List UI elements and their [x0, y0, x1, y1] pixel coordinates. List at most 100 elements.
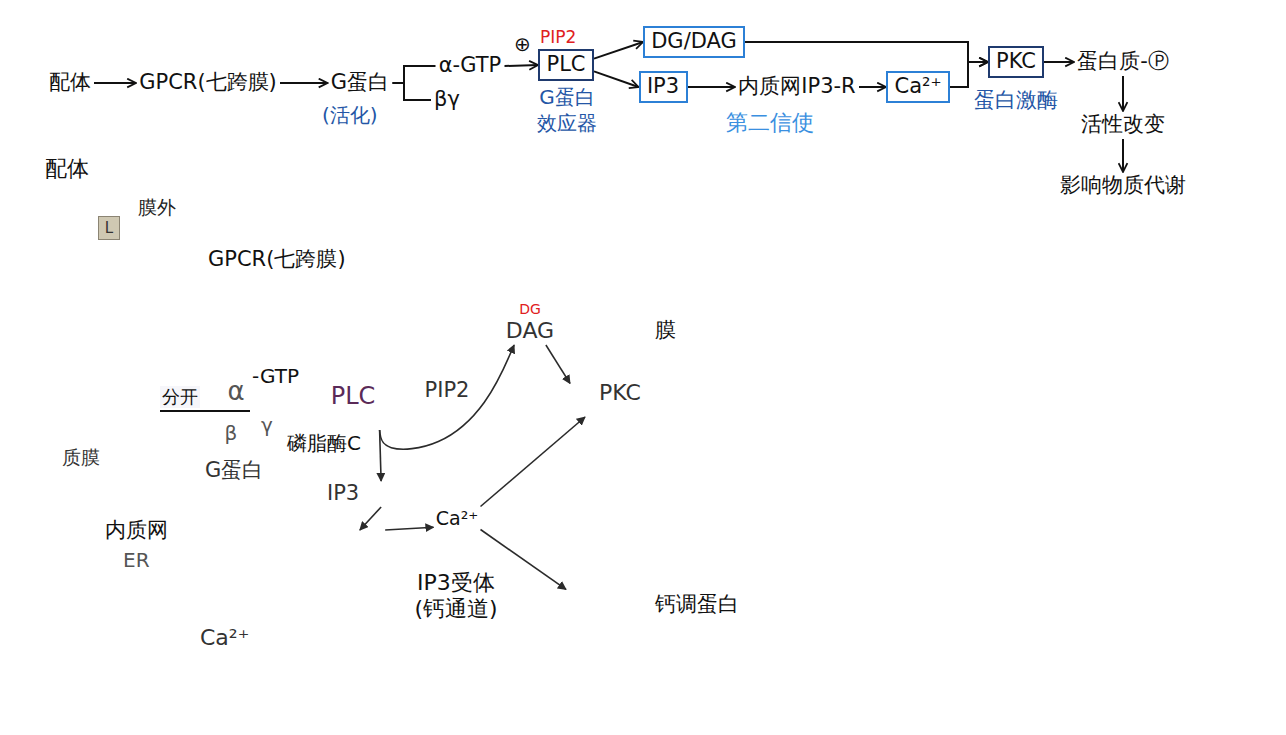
- gpcr-helices: [76, 197, 216, 442]
- connector-arrow: [393, 66, 436, 83]
- ip3-messenger: IP3: [325, 481, 391, 507]
- drawing-part: [76, 197, 99, 216]
- connector-arrow: [481, 417, 586, 507]
- node-text: PKC: [599, 380, 641, 406]
- drawing-part: [442, 537, 453, 548]
- connector-arrow: [950, 62, 988, 87]
- drawing-part: [458, 496, 469, 507]
- flow-step: G蛋白: [328, 69, 393, 97]
- connector-arrow: [385, 527, 433, 530]
- flow-box: Ca²⁺: [886, 71, 950, 103]
- node-text: IP3: [647, 74, 679, 99]
- ligand-site: L: [98, 216, 120, 240]
- connector-arrow: [380, 345, 514, 449]
- flow-box: IP3: [639, 71, 688, 103]
- g-beta-body: [215, 417, 248, 450]
- role-note: 蛋白激酶: [974, 88, 1058, 113]
- node-text: IP3: [327, 481, 359, 506]
- g-gamma-body: [251, 409, 284, 442]
- region-label: 膜: [655, 318, 676, 343]
- connector-arrow: [594, 71, 639, 87]
- lipid-label: PIP2: [423, 378, 472, 404]
- node-text: DAG: [506, 318, 554, 344]
- plc-enzyme-body: [287, 363, 390, 430]
- calcium-ion: [179, 579, 191, 591]
- pkc-enzyme-body: [571, 370, 670, 417]
- plus-sign: ⊕: [514, 32, 531, 56]
- membrane-edge: [57, 371, 693, 373]
- membrane-edge: [57, 277, 693, 279]
- node-text: 内质网: [105, 518, 168, 543]
- node-text: DG: [519, 301, 541, 318]
- connector-arrow: [1122, 139, 1124, 172]
- flow-step: α-GTP: [436, 52, 505, 80]
- flow-step: 活性改变: [1078, 111, 1168, 139]
- leader-line: [258, 594, 322, 622]
- flow-step: 配体: [46, 69, 94, 97]
- drawing-part: [76, 197, 99, 216]
- connector-arrow: [546, 345, 570, 383]
- flow-box: PKC: [988, 46, 1044, 78]
- connector-arrow: [688, 86, 736, 88]
- handwritten-note: -GTP: [252, 364, 299, 388]
- region-label: 膜外: [138, 196, 176, 219]
- connector-arrow: [859, 86, 886, 88]
- cytoplasm-ground: [57, 222, 693, 710]
- calcium-ion: [242, 662, 254, 674]
- node-text: IP3受体 (钙通道): [400, 570, 512, 623]
- node-text: Ca²⁺: [200, 625, 249, 651]
- channel-end: [343, 530, 392, 589]
- node-text: Ca²⁺: [894, 74, 941, 99]
- pip2-lipid: [393, 322, 413, 372]
- node-text: PLC: [546, 52, 585, 77]
- calcium-ion: [232, 594, 244, 606]
- connector-arrow: [360, 507, 381, 530]
- node-text: Ca²⁺: [436, 507, 479, 530]
- connector-arrow: [505, 65, 539, 66]
- membrane-band: [57, 278, 693, 372]
- substrate-note: PIP2: [540, 27, 576, 47]
- channel-body: [307, 530, 392, 614]
- node-text: α: [227, 376, 244, 407]
- node-text: 内质网IP3-R: [738, 74, 855, 99]
- connector-arrow: [594, 42, 643, 59]
- node-text: 活性改变: [1081, 112, 1165, 137]
- calcium-ion: [206, 669, 218, 681]
- flow-box: PLC: [538, 49, 594, 81]
- connector-arrow: [1044, 61, 1074, 63]
- node-text: α-GTP: [439, 53, 501, 78]
- connector-arrow: [280, 82, 328, 84]
- g-gamma: γ: [250, 408, 284, 442]
- node-text: DG/DAG: [651, 29, 737, 54]
- node-text: PLC: [331, 382, 376, 411]
- role-note: G蛋白 效应器: [528, 84, 606, 136]
- connector-arrow: [94, 82, 136, 84]
- pkc-enzyme: PKC: [570, 369, 670, 417]
- drawing-part: [406, 322, 409, 354]
- node-text: 蛋白质-Ⓟ: [1077, 49, 1169, 74]
- node-text: PKC: [996, 49, 1036, 74]
- calcium-ion: [182, 659, 194, 671]
- ligand-label: 配体: [45, 156, 89, 182]
- enzyme-label: 磷脂酶C: [287, 431, 361, 455]
- node-text: L: [105, 219, 113, 237]
- handwritten-note: 分开: [160, 386, 200, 408]
- channel-groove: [333, 547, 367, 596]
- node-text: PIP2: [425, 378, 470, 403]
- region-label: 质膜: [62, 446, 100, 469]
- node-text: 配体: [49, 70, 91, 95]
- g-beta: β: [214, 416, 248, 450]
- calcium-ion: [256, 634, 268, 646]
- calmodulin-body: [567, 580, 648, 631]
- node-text: GPCR(七跨膜): [139, 70, 277, 95]
- flow-step: 内质网IP3-R: [735, 73, 859, 101]
- separation-line: [160, 410, 250, 412]
- node-text: γ: [261, 413, 273, 437]
- connector-arrow: [393, 83, 432, 100]
- channel-end: [307, 555, 356, 614]
- protein-label: 钙调蛋白: [655, 592, 739, 617]
- er-membrane: [75, 470, 389, 710]
- drawing-part: [398, 322, 401, 354]
